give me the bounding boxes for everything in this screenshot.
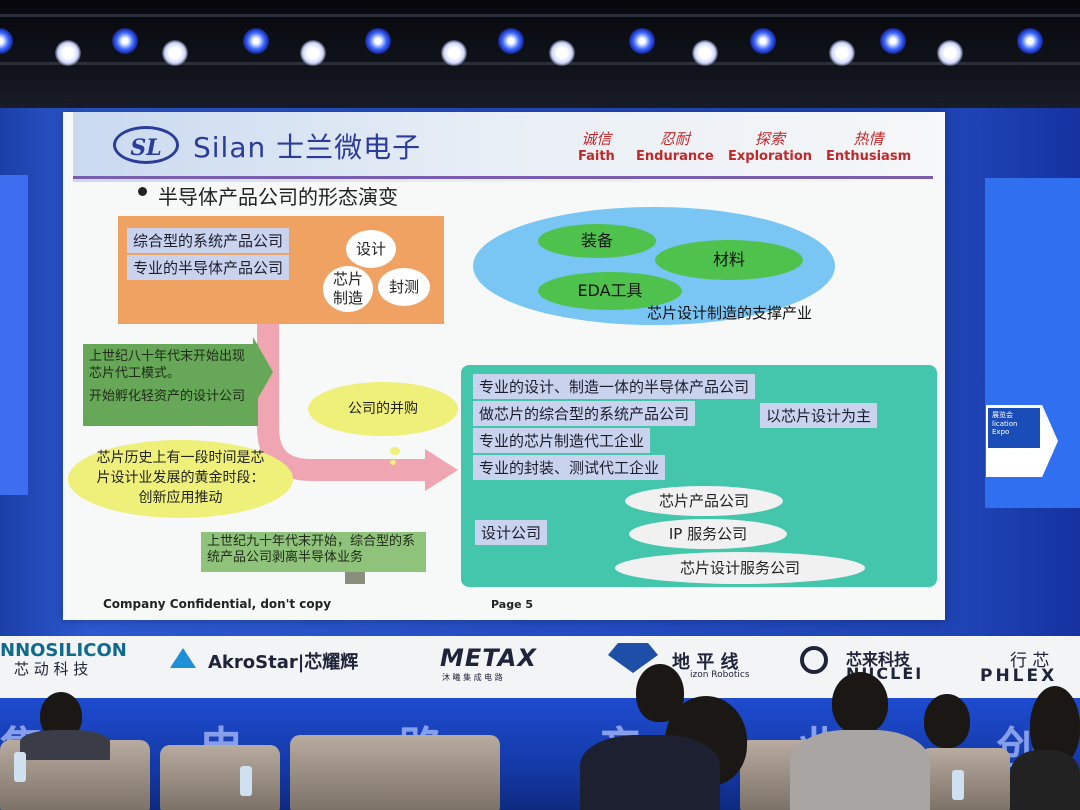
ceiling-truss <box>0 62 1080 65</box>
value-endurance: 忍耐 Endurance <box>636 130 714 164</box>
water-bottle <box>240 766 252 796</box>
support-industry-label: 芯片设计制造的支撑产业 <box>647 304 813 322</box>
stage-light <box>162 40 188 66</box>
silan-logo: SL <box>113 126 179 164</box>
slide-title: 半导体产品公司的形态演变 <box>158 185 398 209</box>
logo-innosilicon-cn: 芯 动 科 技 <box>14 660 89 678</box>
presentation-slide: SL Silan 士兰微电子 诚信 Faith 忍耐 Endurance 探索 … <box>63 112 945 620</box>
orange-item: 综合型的系统产品公司 <box>127 228 290 253</box>
header-divider <box>73 176 933 179</box>
stage-light <box>365 28 391 54</box>
logo-nuclei-cn: 芯来科技 <box>846 650 911 669</box>
footer-page: Page 5 <box>491 598 534 611</box>
audience-shoulders <box>790 730 930 810</box>
teal-item: 做芯片的综合型的系统产品公司 <box>473 401 696 426</box>
company-name: Silan 士兰微电子 <box>193 131 422 164</box>
note-foundry-model: 上世纪八十年代末开始出现芯片代工模式。 开始孵化轻资产的设计公司 <box>83 344 258 426</box>
cloud-dot <box>390 447 400 455</box>
teal-item: 专业的设计、制造一体的半导体产品公司 <box>473 374 756 399</box>
stage-light <box>498 28 524 54</box>
right-sign-label: 展览会 lication Expo <box>988 408 1040 448</box>
ceiling-truss <box>0 14 1080 17</box>
stage-light <box>441 40 467 66</box>
cloud-eda-tools: EDA工具 <box>538 272 682 310</box>
audience-head <box>924 694 970 748</box>
note-spin-off: 上世纪九十年代末开始，综合型的系统产品公司剥离半导体业务 <box>201 532 426 572</box>
chair <box>920 748 1010 810</box>
stage-light <box>829 40 855 66</box>
stage-light <box>692 40 718 66</box>
stage-light <box>1017 28 1043 54</box>
logo-akrostar: AkroStar|芯耀辉 <box>208 652 359 673</box>
slide-header <box>73 112 943 182</box>
audience-shoulders <box>1010 750 1080 810</box>
stage-light <box>750 28 776 54</box>
logo-phlexing: PHLEX <box>980 666 1058 686</box>
stage-light <box>880 28 906 54</box>
teal-item: 专业的芯片制造代工企业 <box>473 428 651 453</box>
orange-item: 专业的半导体产品公司 <box>127 255 290 280</box>
nuclei-logo-icon <box>800 646 828 674</box>
chair <box>290 735 500 810</box>
chair <box>160 745 280 810</box>
branch-ip-service: IP 服务公司 <box>629 519 787 549</box>
audience-shoulders <box>20 730 110 760</box>
audience-head <box>832 672 888 734</box>
cloud-equipment: 装备 <box>538 224 656 258</box>
logo-phlexing-cn: 行 芯 <box>1010 651 1050 671</box>
audience-shoulders <box>580 735 720 810</box>
cloud-golden-age: 芯片历史上有一段时间是芯片设计业发展的黄金时段：创新应用推动 <box>68 440 293 518</box>
stage-light <box>112 28 138 54</box>
value-faith: 诚信 Faith <box>578 130 615 164</box>
logo-metax: METAX <box>440 644 537 672</box>
stage-light <box>549 40 575 66</box>
cloud-packaging-test: 封测 <box>378 268 430 306</box>
cloud-dot <box>390 460 396 465</box>
bullet-icon <box>138 187 147 196</box>
value-exploration: 探索 Exploration <box>728 130 812 164</box>
stage-light <box>937 40 963 66</box>
branch-design-service: 芯片设计服务公司 <box>615 552 865 584</box>
teal-side-label: 以芯片设计为主 <box>760 403 878 428</box>
akrostar-logo-icon <box>170 648 196 668</box>
logo-innosilicon: NNOSILICON <box>0 640 127 661</box>
water-bottle <box>14 752 26 782</box>
cloud-manufacturing: 芯片 制造 <box>323 266 373 312</box>
stage-light <box>55 40 81 66</box>
cloud-materials: 材料 <box>655 240 803 280</box>
stage-light <box>243 28 269 54</box>
logo-metax-cn: 沐 曦 集 成 电 路 <box>442 673 503 682</box>
footer-confidential: Company Confidential, don't copy <box>103 597 332 611</box>
stage-light <box>300 40 326 66</box>
logo-horizon-en: izon Robotics <box>690 670 750 680</box>
cloud-design: 设计 <box>346 230 396 268</box>
left-side-screen <box>0 175 28 495</box>
cloud-mergers: 公司的并购 <box>308 382 458 436</box>
branch-chip-product: 芯片产品公司 <box>625 486 783 516</box>
teal-item: 专业的封装、测试代工企业 <box>473 455 666 480</box>
value-enthusiasm: 热情 Enthusiasm <box>826 130 912 164</box>
stage-light <box>629 28 655 54</box>
water-bottle <box>952 770 964 800</box>
logo-horizon: 地 平 线 <box>672 652 739 673</box>
design-company: 设计公司 <box>475 520 548 545</box>
stage-light <box>0 28 13 54</box>
